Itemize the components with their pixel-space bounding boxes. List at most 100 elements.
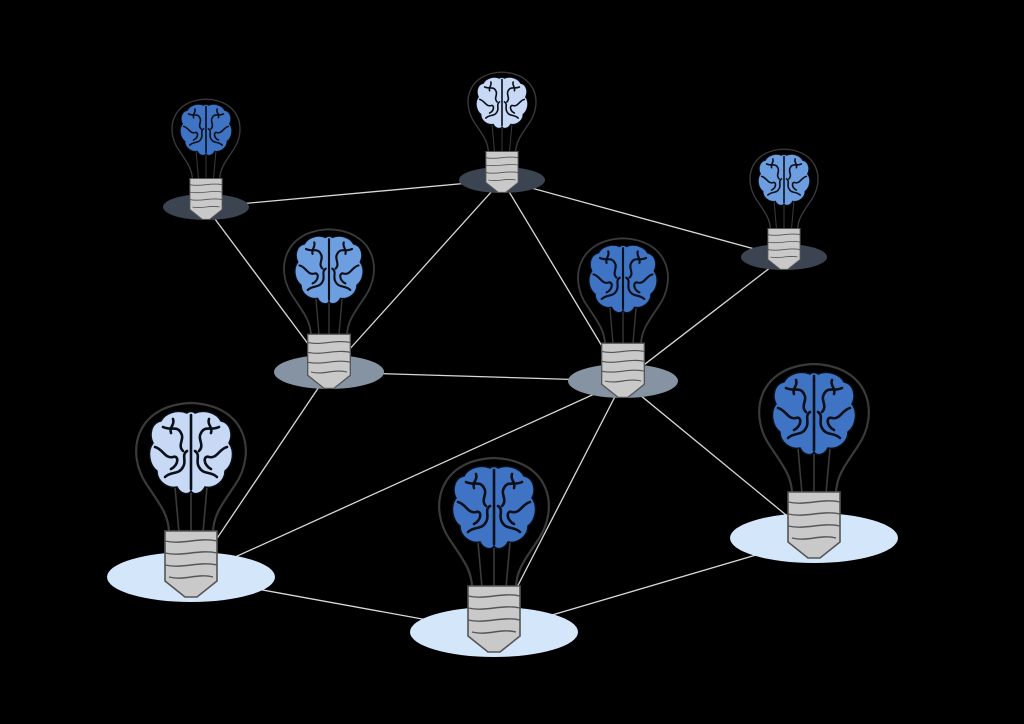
brain-fold [792,378,798,396]
filament-stem [790,201,795,230]
edge-n1-n2 [205,179,503,208]
brain-fold [503,101,519,119]
brain-fold [203,445,229,471]
brain-fold [506,86,521,103]
screw-thread [189,190,223,194]
brain-fold [311,241,316,255]
screw-thread [307,340,351,344]
screw-thread [307,360,351,364]
bulb-glass-outline [438,456,550,589]
brain-fold [496,504,522,534]
bulb-glass-outline [758,362,870,495]
filament-stem [338,298,343,336]
screw-thread [485,156,519,159]
brain-fold [210,113,225,130]
brain-fold [161,425,185,453]
screw-thread [471,630,517,634]
lightbulb-with-brain-icon [749,148,819,270]
node-n2 [459,71,545,193]
filament-stem [195,151,200,180]
bulb-screw-base [485,150,519,193]
brain-fold [456,500,482,526]
lightbulb-with-brain-icon [135,401,247,598]
brain-fold [786,410,812,440]
brain-fold [485,101,501,119]
screw-thread [604,379,642,383]
brain-fold [466,504,492,534]
brain-fold [331,267,352,292]
bulb-glass-outline [577,237,669,345]
brain-fold [512,81,516,92]
brain-fold [633,273,654,294]
brain-fold [600,276,621,301]
bulb-screw-base [189,177,223,220]
filament-stem [773,201,778,230]
screw-thread [601,359,645,363]
filament-stem [508,124,513,153]
brain-fold [500,480,524,508]
brain-fold [830,378,836,396]
screw-thread [601,369,645,373]
bulb-glass-outline [283,228,375,336]
filament-stem [609,307,614,345]
screw-thread [770,255,798,259]
brain-fold [592,273,613,294]
brain-icon [451,465,537,550]
screw-thread [164,563,218,567]
lightbulb-with-brain-icon [283,228,375,390]
brain-fold [791,175,808,191]
brain-fold [483,86,498,103]
brain-fold [153,445,179,471]
lightbulb-with-brain-icon [758,362,870,559]
lightbulb-with-brain-icon [467,71,537,193]
brain-fold [776,406,802,432]
bulb-glass-outline [171,98,241,180]
node-n6 [107,401,275,602]
node-n1 [163,98,249,220]
brain-fold [472,472,478,490]
screw-thread [192,205,220,209]
filament-stem [632,307,637,345]
screw-thread [767,248,801,251]
screw-thread [791,536,837,540]
filament-stem [797,447,803,495]
brain-fold [826,406,852,432]
brain-icon [771,371,857,456]
screw-thread [310,370,348,374]
screw-thread [488,178,516,182]
brain-fold [216,108,220,119]
filament-stem [825,447,831,495]
brain-fold [207,417,213,435]
brain-fold [625,276,646,301]
node-n3 [741,148,827,270]
brain-fold [169,417,175,435]
brain-fold [636,250,641,264]
filament-stem [315,298,320,336]
brain-fold [820,386,844,414]
brain-fold [628,256,648,279]
brain-fold [298,264,319,285]
screw-thread [787,524,841,528]
brain-fold [509,98,526,114]
nodes-layer [107,71,898,657]
screw-thread [767,240,801,244]
edge-n2-n3 [501,179,785,258]
screw-thread [467,618,521,622]
screw-thread [787,512,841,516]
bulb-screw-base [307,333,351,390]
brain-fold [488,81,492,92]
brain-icon [294,235,364,305]
screw-thread [189,183,223,186]
brain-fold [770,158,774,169]
brain-fold [464,480,488,508]
filament-stem [202,486,208,534]
edge-n3-n5 [622,256,785,382]
bulb-glass-outline [749,148,819,230]
node-n5 [568,237,678,399]
filament-stem [491,124,496,153]
bulb-screw-base [767,227,801,270]
bulb-screw-base [787,491,841,559]
filament-stem [212,151,217,180]
brain-fold [794,158,798,169]
